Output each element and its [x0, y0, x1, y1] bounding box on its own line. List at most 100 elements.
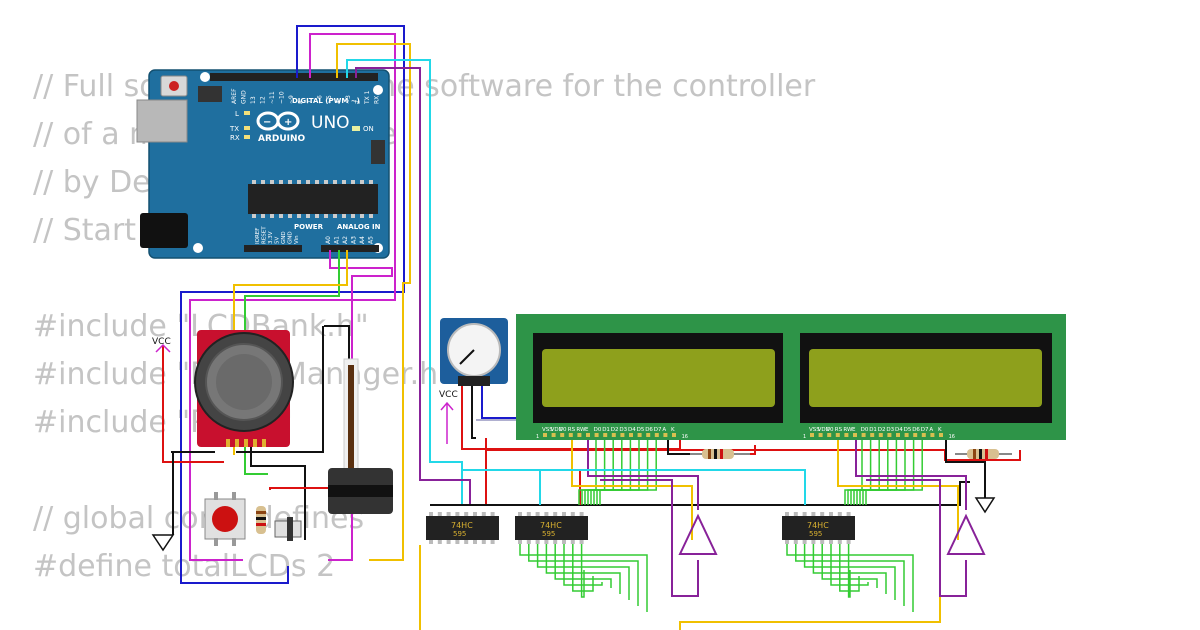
wire-cyan-sr2 — [540, 469, 806, 505]
usb-port — [136, 99, 188, 143]
header-pin-label: ~11 — [269, 91, 276, 104]
power-pin-label: RESET — [262, 226, 268, 244]
wire-purple-rs1 — [587, 432, 699, 510]
joystick-module[interactable] — [194, 330, 294, 447]
lcd-display-2 — [784, 314, 1066, 440]
sr2-label-line2: 595 — [542, 530, 555, 538]
header-pin-label: GND — [241, 90, 248, 104]
arduino-logo: − + — [256, 111, 300, 131]
header-pin-label: RX 0 — [374, 90, 381, 104]
lcd-pin-label: A — [929, 427, 933, 433]
inverter-gate-1 — [678, 513, 718, 555]
lcd-pin-label: D6 — [645, 427, 653, 433]
shift-register-3: 74HC 595 — [782, 512, 855, 544]
header-pin-label: 2 — [355, 100, 362, 104]
push-button[interactable] — [204, 492, 246, 546]
lcd-pin-label: D2 — [878, 427, 886, 433]
lcd-pin-label: D7 — [654, 427, 662, 433]
lcd-pin-label: K — [938, 427, 942, 433]
sr1-label-line1: 74HC — [451, 521, 473, 530]
wire-joystick-vcc — [162, 345, 224, 463]
wire-green-data — [578, 436, 657, 505]
power-pin-label: 3.3V — [268, 231, 274, 244]
lcd-pin-label: VDD — [818, 427, 830, 433]
analog-header-label: ANALOG IN — [337, 223, 381, 231]
lcd-pin-number: 16 — [949, 434, 955, 440]
lcd-pin-label: K — [671, 427, 675, 433]
lcd-pin-label: D1 — [869, 427, 877, 433]
wire-green-loop — [572, 544, 594, 592]
wires — [162, 25, 1021, 630]
wire-black-sw — [250, 445, 306, 540]
rotary-potentiometer[interactable] — [440, 318, 508, 386]
slide-potentiometer[interactable] — [328, 358, 393, 514]
header-pin-label: 4 — [336, 100, 343, 104]
lcd-pin-number: 1 — [536, 434, 539, 440]
wire-pot-gnd — [471, 384, 476, 439]
icsp-header — [198, 86, 222, 102]
power-pin-label: GND — [281, 231, 287, 244]
lcd-pin-number: 16 — [682, 434, 688, 440]
wire-gnd-right — [945, 432, 986, 498]
wire-green-data — [844, 436, 923, 505]
code-line: // Start — [33, 213, 137, 248]
wire-green-loop — [554, 544, 612, 588]
wire-sr2-vcc — [544, 469, 581, 505]
wire-green-loop — [580, 544, 585, 598]
analog-pin-label: A0 — [325, 236, 332, 244]
wire-yellow-e2 — [837, 432, 959, 540]
board-model-label: UNO — [311, 113, 350, 133]
wire-purple-inv2 — [866, 479, 967, 597]
power-pin-label: Vin — [294, 235, 300, 244]
power-jack — [140, 213, 188, 248]
wire-green-data — [862, 436, 872, 505]
header-pin-label: AREF — [231, 88, 238, 104]
analog-pin-label: A4 — [359, 236, 366, 244]
wire-green-loop — [563, 544, 603, 586]
header-pin-label: ~3 — [345, 95, 352, 104]
header-pin-label: ~9 — [288, 95, 295, 104]
sr3-label-line2: 595 — [809, 530, 822, 538]
led-label-l: L — [235, 110, 239, 118]
led-label-tx: TX — [229, 125, 239, 133]
header-pin-label: ~10 — [279, 91, 286, 104]
lcd-pin-label: VSS — [542, 427, 553, 433]
power-pin-label: IOREF — [255, 228, 261, 244]
sr3-label-line1: 74HC — [807, 521, 829, 530]
pulldown-resistor — [256, 506, 266, 534]
lcd-pin-label: VSS — [809, 427, 820, 433]
lcd-pin-label: D1 — [602, 427, 610, 433]
digital-header-label: DIGITAL (PWM ~) — [292, 97, 360, 105]
power-header-label: POWER — [294, 223, 324, 231]
lcd-display-1 — [516, 314, 784, 440]
lcd-pin-label: D0 — [594, 427, 602, 433]
backlight-resistor-1 — [690, 449, 750, 459]
led-label-on: ON — [363, 125, 374, 133]
lcd-pin-label: RW — [843, 427, 853, 433]
header-pin-label: ~5 — [326, 95, 333, 104]
header-pin-label: ~6 — [317, 95, 324, 104]
sr1-label-line2: 595 — [453, 530, 466, 538]
slide-switch[interactable] — [274, 517, 302, 541]
pot-vcc-label: VCC — [439, 390, 458, 400]
wire-slider-top — [236, 326, 324, 453]
power-pin-label: 5V — [275, 237, 281, 244]
lcd-pin-label: E — [852, 427, 856, 433]
wire-yellow-e1 — [571, 432, 693, 540]
shift-register-2: 74HC 595 — [515, 512, 588, 544]
wire-green-loop — [803, 544, 896, 600]
header-pin-label: 13 — [250, 96, 257, 104]
analog-pin-label: A3 — [351, 236, 358, 244]
lcd-pin-label: E — [585, 427, 589, 433]
board-brand-label: ARDUINO — [258, 134, 306, 144]
wire-green-loop — [847, 544, 851, 598]
atmega-chip — [248, 184, 378, 214]
lcd-pin-label: D3 — [886, 427, 894, 433]
lcd-pin-label: D0 — [861, 427, 869, 433]
header-pin-label: 8 — [298, 100, 305, 104]
